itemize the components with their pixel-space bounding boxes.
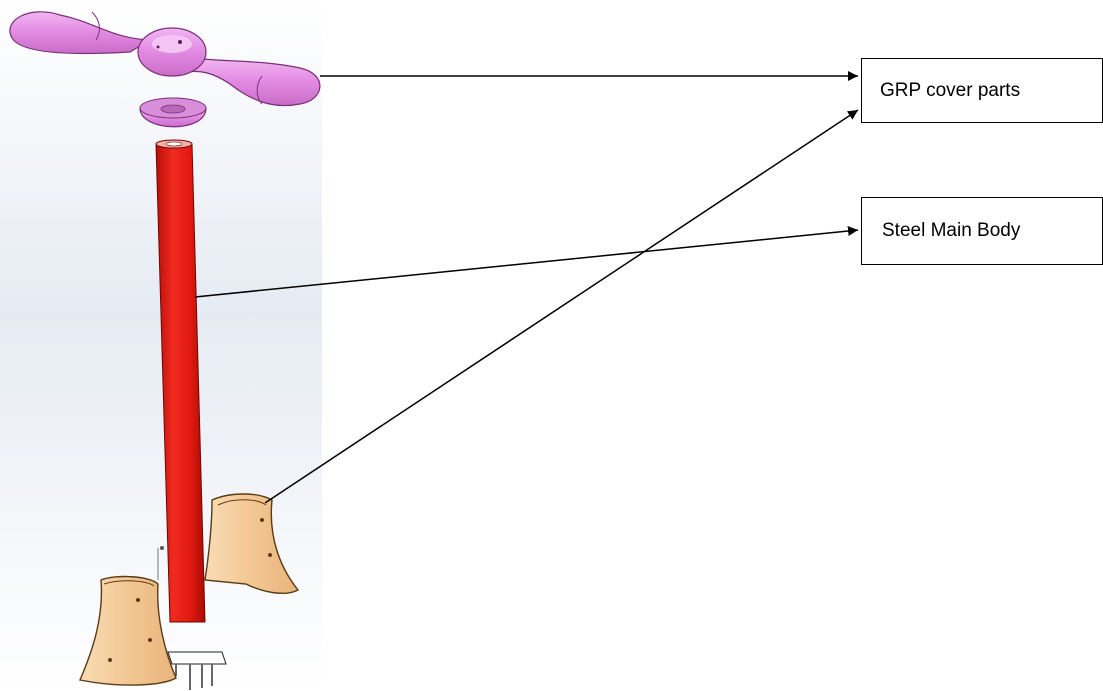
base-plate-bolts	[157, 546, 227, 690]
callout-grp-cover-parts: GRP cover parts	[861, 58, 1103, 123]
grp-base-rear-shell	[204, 493, 300, 594]
leader-line-steel-body	[194, 226, 859, 298]
callout-grp-cover-parts-text: GRP cover parts	[880, 79, 1021, 101]
steel-main-pole	[155, 139, 206, 623]
grp-base-front-shell	[79, 575, 177, 686]
callout-steel-main-body: Steel Main Body	[861, 197, 1103, 265]
callout-steel-main-body-text: Steel Main Body	[882, 220, 1021, 241]
leader-line-base-shell	[264, 109, 859, 504]
grp-top-cover	[9, 11, 321, 128]
